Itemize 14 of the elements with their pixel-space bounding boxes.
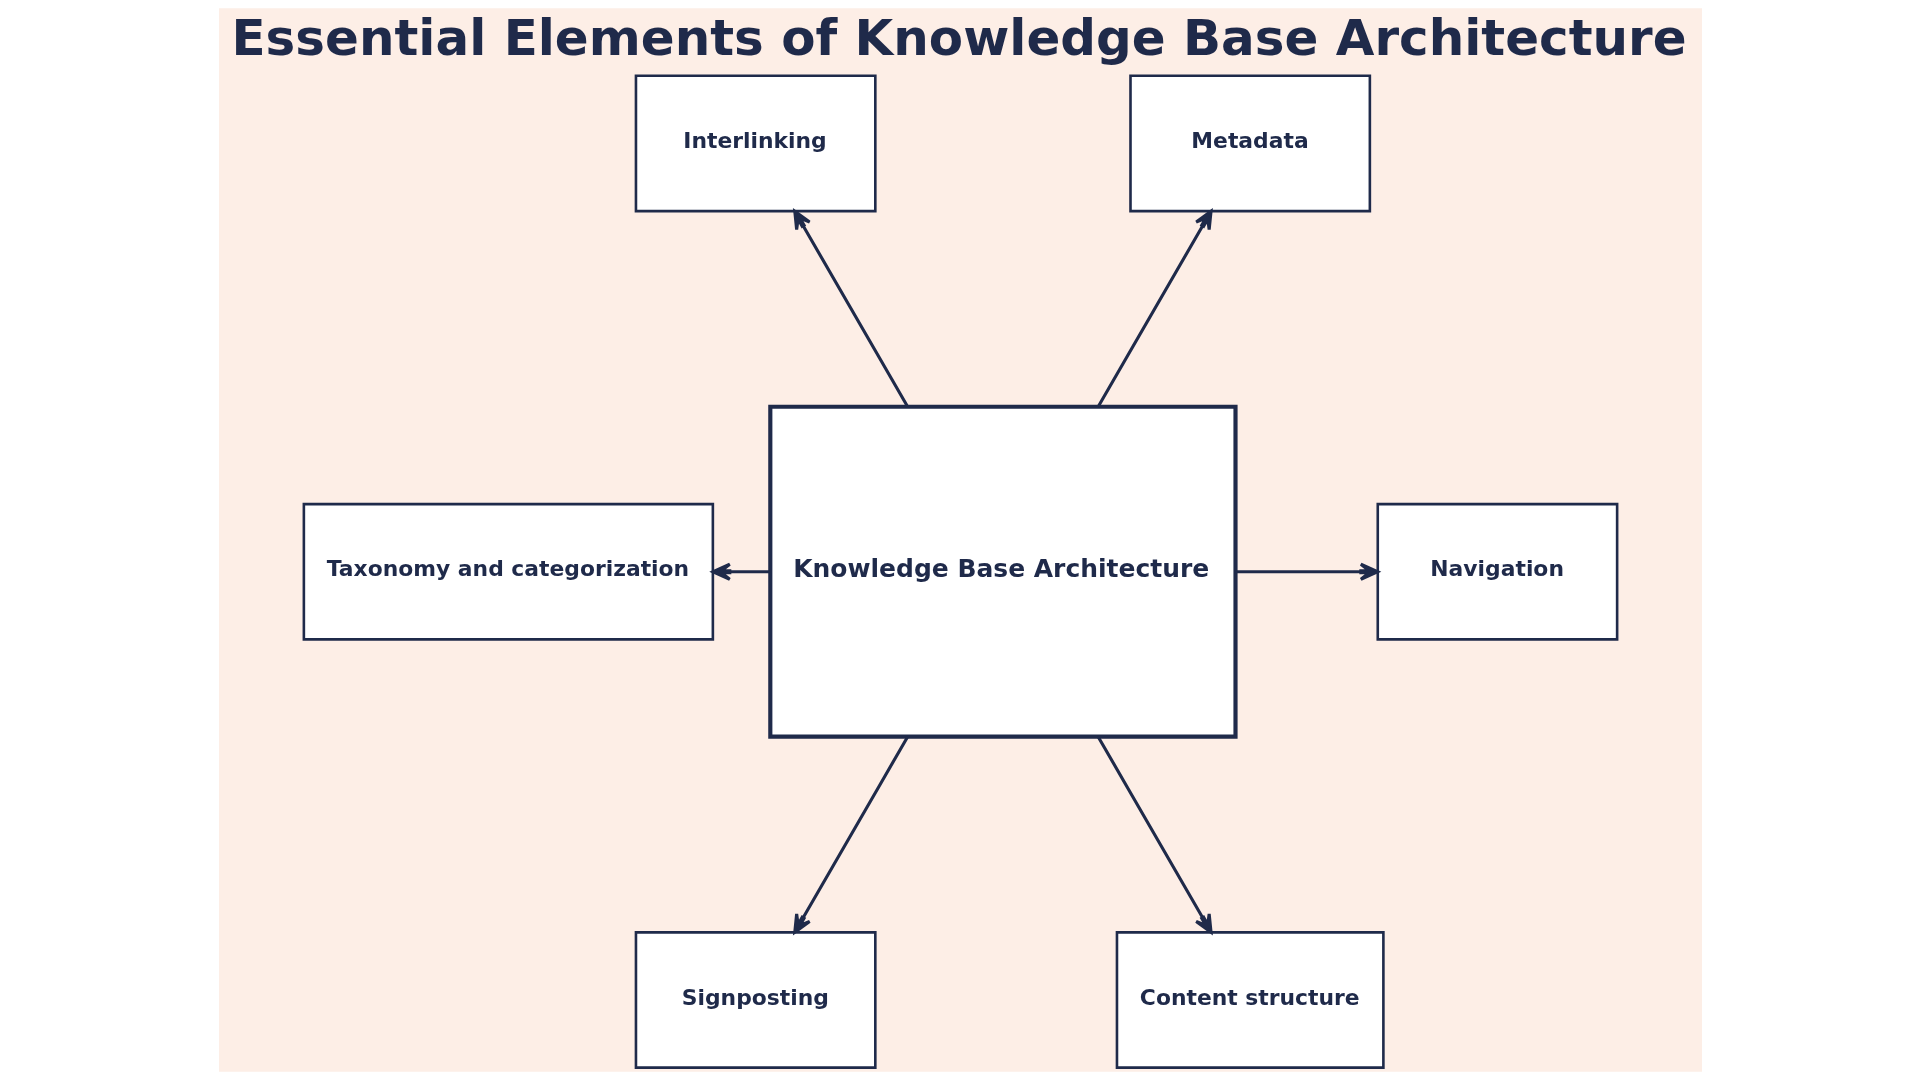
node-box: Navigation [1375,502,1618,641]
arrow [792,735,909,934]
arrow [1096,735,1213,934]
arrow [792,209,909,408]
node-box: Signposting [634,931,877,1069]
node-box: Content structure [1115,931,1385,1069]
diagram-title: Essential Elements of Knowledge Base Architecture [230,9,1687,68]
node-box: Interlinking [634,74,877,213]
arrow [711,562,770,581]
node-box: Taxonomy and categorization [302,502,714,641]
node-box: Knowledge Base Architecture [767,404,1238,739]
node-box: Metadata [1128,74,1371,213]
arrow [1235,562,1379,581]
arrow [1096,209,1213,408]
